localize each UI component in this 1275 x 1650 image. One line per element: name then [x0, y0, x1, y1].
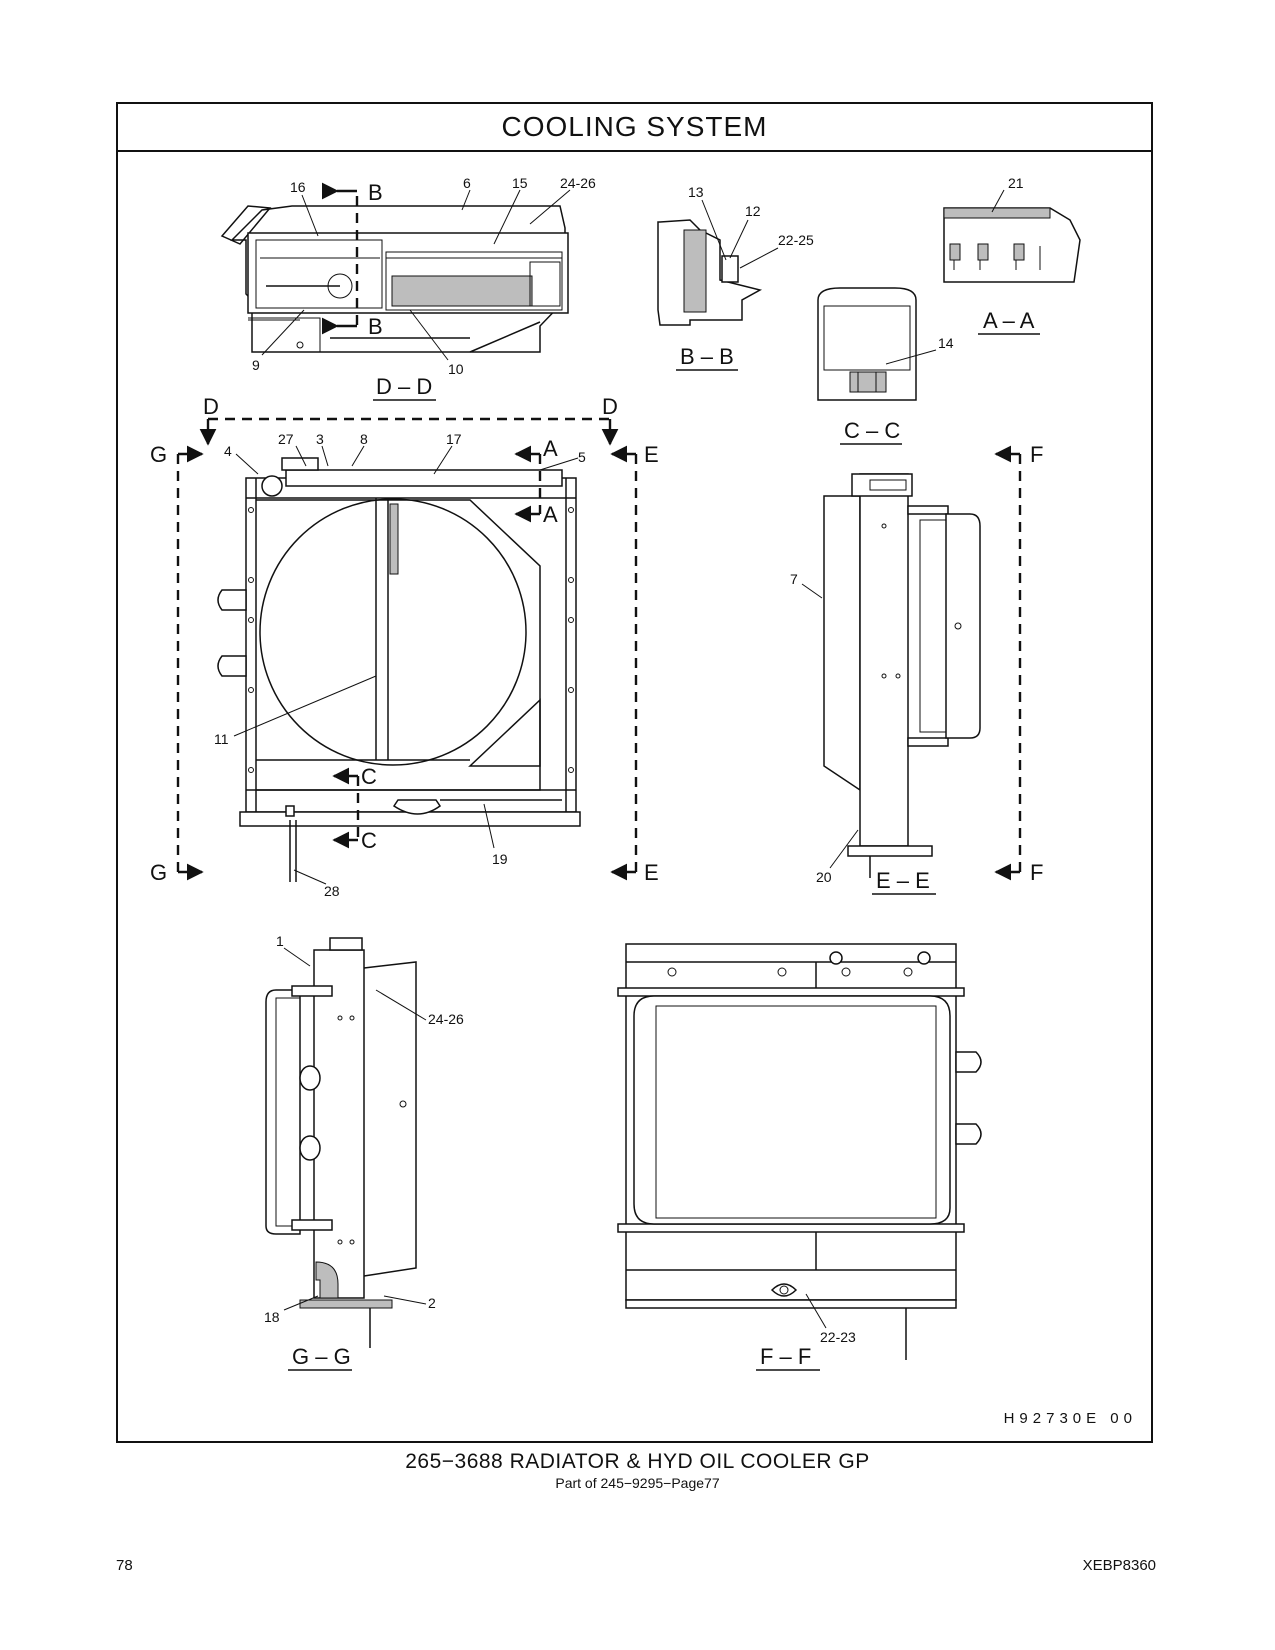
diagram-frame: COOLING SYSTEM H92730E 00 — [116, 102, 1153, 1443]
callout-17: 17 — [446, 431, 462, 447]
callout-21: 21 — [1008, 175, 1024, 191]
view-label-ff: F – F — [760, 1344, 811, 1369]
section-mark-g-bottom: G — [150, 860, 167, 885]
callout-7: 7 — [790, 571, 798, 587]
callout-10: 10 — [448, 361, 464, 377]
callout-19: 19 — [492, 851, 508, 867]
section-mark-f-bottom: F — [1030, 860, 1043, 885]
callout-13: 13 — [688, 184, 704, 200]
callout-5: 5 — [578, 449, 586, 465]
section-mark-e-top: E — [644, 442, 659, 467]
view-cc: 14 C – C — [817, 287, 954, 445]
page-number: 78 — [116, 1557, 133, 1574]
callout-8: 8 — [360, 431, 368, 447]
view-ff: 22-23 F – F — [617, 943, 982, 1371]
section-mark-g-top: G — [150, 442, 167, 467]
view-label-gg: G – G — [292, 1344, 351, 1369]
view-label-bb: B – B — [680, 344, 734, 369]
callout-1: 1 — [276, 933, 284, 949]
callout-4: 4 — [224, 443, 232, 459]
callout-27: 27 — [278, 431, 294, 447]
callout-16: 16 — [290, 179, 306, 195]
section-mark-f-top: F — [1030, 442, 1043, 467]
section-mark-d-right: D — [602, 394, 618, 419]
section-mark-d-left: D — [203, 394, 219, 419]
callout-9: 9 — [252, 357, 260, 373]
callout-12: 12 — [745, 203, 761, 219]
callout-14: 14 — [938, 335, 954, 351]
section-mark-c-bottom: C — [361, 828, 377, 853]
caption-subtitle: Part of 245−9295−Page77 — [555, 1475, 720, 1491]
view-label-dd: D – D — [376, 374, 432, 399]
view-label-ee: E – E — [876, 868, 930, 893]
view-dd: B B 16 6 15 24-26 9 10 D – D — [220, 175, 596, 401]
callout-15: 15 — [512, 175, 528, 191]
view-bb: 13 12 22-25 B – B — [657, 184, 814, 371]
section-mark-b-top: B — [368, 180, 383, 205]
caption-title: 265−3688 RADIATOR & HYD OIL COOLER GP — [405, 1450, 870, 1473]
callout-28: 28 — [324, 883, 340, 899]
callout-11: 11 — [214, 731, 229, 747]
section-mark-b-bottom: B — [368, 314, 383, 339]
view-label-cc: C – C — [844, 418, 900, 443]
view-aa: 21 A – A — [943, 175, 1081, 335]
callout-24-26-bottom: 24-26 — [428, 1011, 464, 1027]
page-title: COOLING SYSTEM — [118, 104, 1151, 152]
section-mark-a-bottom: A — [543, 502, 558, 527]
view-front: D D G G E E — [150, 394, 659, 899]
callout-18: 18 — [264, 1309, 280, 1325]
callout-2: 2 — [428, 1295, 436, 1311]
drawing-code: H92730E 00 — [1003, 1410, 1137, 1427]
callout-6: 6 — [463, 175, 471, 191]
callout-24-26-top: 24-26 — [560, 175, 596, 191]
view-label-aa: A – A — [983, 308, 1035, 333]
view-ee: F F 7 20 E – E — [790, 442, 1043, 895]
document-id: XEBP8360 — [1082, 1557, 1156, 1574]
drawing-caption: 265−3688 RADIATOR & HYD OIL COOLER GP Pa… — [0, 1450, 1275, 1491]
section-mark-a-top: A — [543, 436, 558, 461]
callout-22-23: 22-23 — [820, 1329, 856, 1345]
section-mark-c-top: C — [361, 764, 377, 789]
callout-20: 20 — [816, 869, 832, 885]
callout-22-25: 22-25 — [778, 232, 814, 248]
callout-3: 3 — [316, 431, 324, 447]
view-gg: 1 24-26 18 2 G – G — [264, 933, 464, 1371]
section-mark-e-bottom: E — [644, 860, 659, 885]
